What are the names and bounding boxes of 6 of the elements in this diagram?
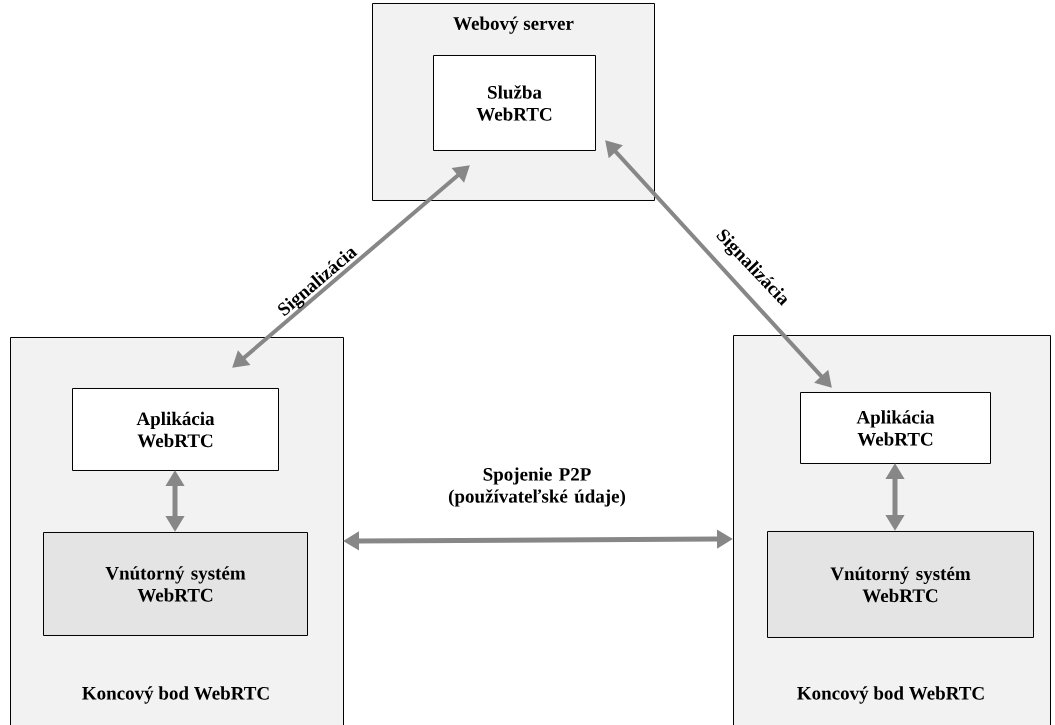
application-box: Aplikácia WebRTC bbox=[800, 392, 991, 464]
service-box: Služba WebRTC bbox=[433, 55, 596, 151]
internal-system-box: Vnútorný systém WebRTC bbox=[43, 532, 308, 636]
application-box: Aplikácia WebRTC bbox=[72, 388, 279, 471]
edge-label: Spojenie P2P (používateľské údaje) bbox=[436, 466, 638, 508]
internal-system-box: Vnútorný systém WebRTC bbox=[767, 531, 1034, 638]
